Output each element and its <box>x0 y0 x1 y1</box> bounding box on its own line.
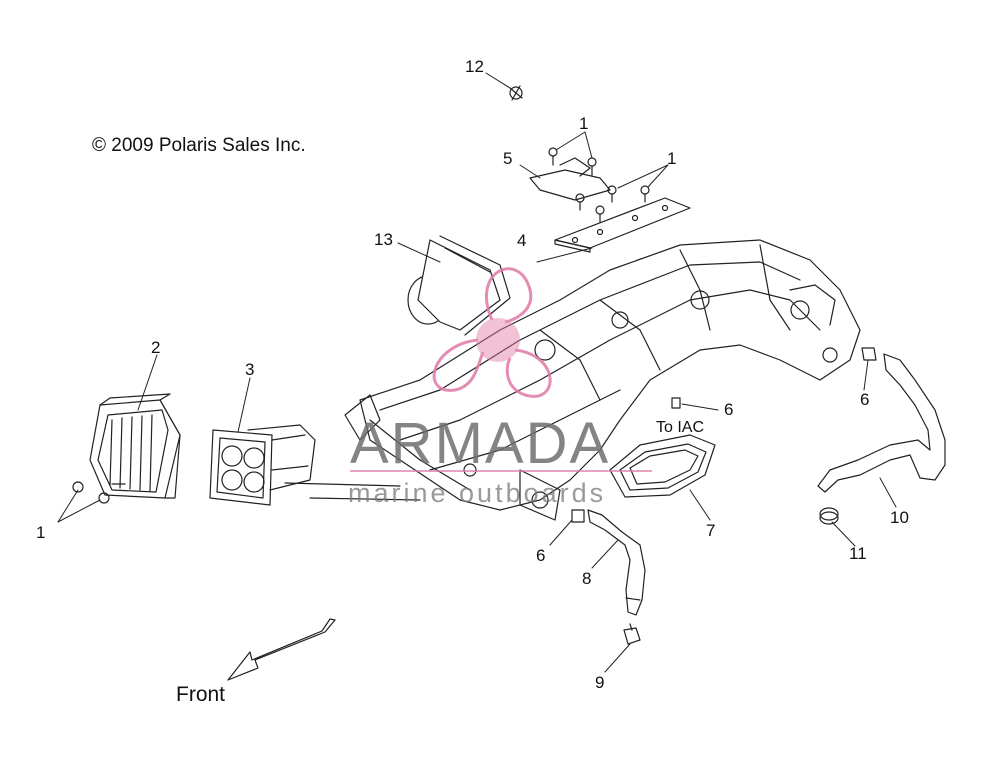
watermark-logo <box>432 267 552 398</box>
part-6-fittings <box>571 347 877 523</box>
callout-1: 1 <box>667 149 677 168</box>
callout-12: 12 <box>465 57 484 76</box>
callout-10: 10 <box>890 508 909 527</box>
callout-7: 7 <box>706 521 716 540</box>
part-13-boot <box>407 235 511 336</box>
watermark-tagline: marine outboards <box>348 478 607 508</box>
part-5-bracket <box>529 157 611 201</box>
callout-leaders <box>57 72 897 673</box>
watermark-brand: ARMADA <box>350 411 611 476</box>
leader-3 <box>284 482 401 487</box>
part-2-airbox <box>89 393 181 499</box>
callout-1: 1 <box>579 114 589 133</box>
callout-1: 1 <box>36 523 46 542</box>
front-arrow <box>227 618 336 681</box>
callout-3: 3 <box>245 360 255 379</box>
callout-2: 2 <box>151 338 161 357</box>
part-3-filter <box>209 424 316 506</box>
callout-5: 5 <box>503 149 513 168</box>
part-10-hose <box>817 353 946 493</box>
part-4-plate <box>554 197 691 253</box>
callout-6: 6 <box>860 390 870 409</box>
callout-6: 6 <box>724 400 734 419</box>
part-8-hose <box>587 509 646 616</box>
callout-6: 6 <box>536 546 546 565</box>
callout-11: 11 <box>849 544 867 563</box>
intake-manifold <box>344 239 861 521</box>
callout-8: 8 <box>582 569 592 588</box>
callout-9: 9 <box>595 673 605 692</box>
part-11-clamp <box>819 507 839 525</box>
bolt-group <box>72 147 650 504</box>
copyright-notice: © 2009 Polaris Sales Inc. <box>92 135 306 156</box>
front-direction-label: Front <box>176 683 226 706</box>
to-iac-label: To IAC <box>656 419 705 436</box>
callout-13: 13 <box>374 230 393 249</box>
part-9-fitting <box>623 623 641 645</box>
callout-4: 4 <box>517 231 527 250</box>
part-12-clip <box>509 85 523 101</box>
part-7-gasket <box>609 434 716 498</box>
leader-3b <box>309 497 421 501</box>
